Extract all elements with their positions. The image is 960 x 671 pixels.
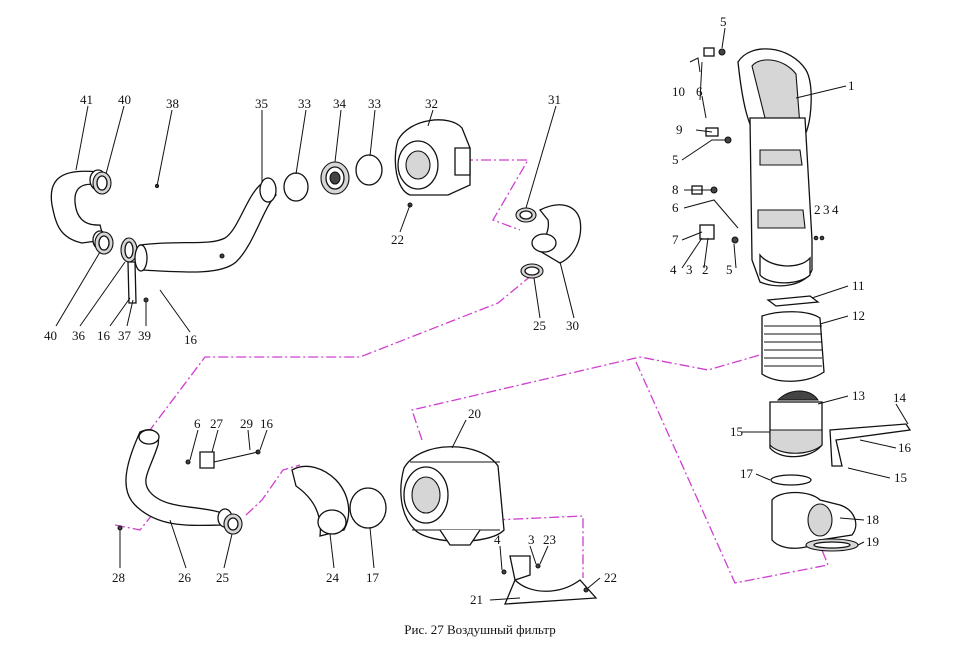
ring-17	[770, 474, 812, 486]
callout-41: 41	[80, 92, 93, 107]
callout-15-left: 15	[730, 424, 743, 439]
pipe-35	[134, 177, 278, 273]
callout-26: 26	[178, 570, 192, 585]
callout-4-bottom: 4	[494, 532, 501, 547]
callout-5-b: 5	[672, 152, 679, 167]
callout-5-c: 5	[726, 262, 733, 277]
callout-17-right: 17	[740, 466, 754, 481]
elbow-24	[291, 465, 350, 537]
callout-6-b: 6	[672, 200, 679, 215]
callout-22-top: 22	[391, 232, 404, 247]
callout-16-right: 16	[898, 440, 912, 455]
callout-6-a: 6	[696, 84, 703, 99]
callout-3: 3	[686, 262, 693, 277]
sleeve-34	[320, 161, 350, 195]
pipe-14	[829, 423, 912, 467]
callout-40-top: 40	[118, 92, 131, 107]
clamp-31	[515, 207, 537, 223]
air-filter-20	[400, 446, 505, 546]
callout-36: 36	[72, 328, 86, 343]
callout-10: 10	[672, 84, 685, 99]
callout-3-right: 3	[823, 202, 830, 217]
callout-18: 18	[866, 512, 879, 527]
callout-6-bottom: 6	[194, 416, 201, 431]
elbow-30	[531, 204, 582, 264]
callout-16-bottom: 16	[260, 416, 274, 431]
bracket-27	[185, 449, 261, 469]
callout-8: 8	[672, 182, 679, 197]
callout-3-bottom: 3	[528, 532, 535, 547]
callout-38: 38	[166, 96, 179, 111]
callout-labels: 41 40 38 35 33 34 33 32 31 22 40 36 16 3…	[44, 14, 912, 607]
callout-28: 28	[112, 570, 125, 585]
figure-caption: Рис. 27 Воздушный фильтр	[404, 622, 556, 637]
callout-1: 1	[848, 78, 855, 93]
callout-31: 31	[548, 92, 561, 107]
callout-5-a: 5	[720, 14, 727, 29]
bellows-12	[761, 311, 825, 382]
clamp-33-left	[283, 172, 309, 202]
bracket-21	[501, 555, 598, 605]
callout-33-left: 33	[298, 96, 311, 111]
filter-32	[394, 119, 471, 208]
callout-21: 21	[470, 592, 483, 607]
callout-4-right: 4	[832, 202, 839, 217]
air-intake-1	[737, 48, 812, 141]
gasket-19	[805, 538, 859, 552]
callout-14: 14	[893, 390, 907, 405]
callout-32: 32	[425, 96, 438, 111]
callout-37: 37	[118, 328, 132, 343]
callout-25-bottom: 25	[216, 570, 229, 585]
clamp-40-top	[92, 171, 112, 195]
clamp-25-top	[520, 263, 544, 279]
callout-23: 23	[543, 532, 556, 547]
callout-7: 7	[672, 232, 679, 247]
callout-16-b: 16	[184, 332, 198, 347]
callout-4: 4	[670, 262, 677, 277]
callout-35: 35	[255, 96, 268, 111]
ring-17-lower	[349, 487, 387, 529]
callout-16-a: 16	[97, 328, 111, 343]
bracket-37	[127, 261, 149, 304]
callout-22-bottom: 22	[604, 570, 617, 585]
clamp-25-bottom	[223, 513, 243, 535]
leader-lines	[55, 27, 909, 601]
callout-2: 2	[702, 262, 709, 277]
callout-19: 19	[866, 534, 879, 549]
callout-2-right: 2	[814, 202, 821, 217]
clamp-40-bottom	[94, 231, 114, 255]
clamp-33-right	[355, 154, 383, 186]
callout-13: 13	[852, 388, 865, 403]
callout-39: 39	[138, 328, 151, 343]
elbow-18	[771, 491, 857, 549]
callout-11: 11	[852, 278, 865, 293]
intake-pipe-column	[749, 117, 813, 287]
callout-29: 29	[240, 416, 253, 431]
pipe-26	[125, 429, 233, 528]
routing-line	[114, 159, 829, 584]
callout-24: 24	[326, 570, 340, 585]
gasket-11	[766, 295, 820, 307]
callout-17-bottom: 17	[366, 570, 380, 585]
callout-9: 9	[676, 122, 683, 137]
callout-12: 12	[852, 308, 865, 323]
callout-15-right: 15	[894, 470, 907, 485]
callout-33-right: 33	[368, 96, 381, 111]
callout-27: 27	[210, 416, 224, 431]
callout-20: 20	[468, 406, 481, 421]
callout-30: 30	[566, 318, 579, 333]
callout-34: 34	[333, 96, 347, 111]
precleaner-13	[769, 390, 823, 458]
callout-25-top: 25	[533, 318, 546, 333]
callout-40-bottom: 40	[44, 328, 57, 343]
